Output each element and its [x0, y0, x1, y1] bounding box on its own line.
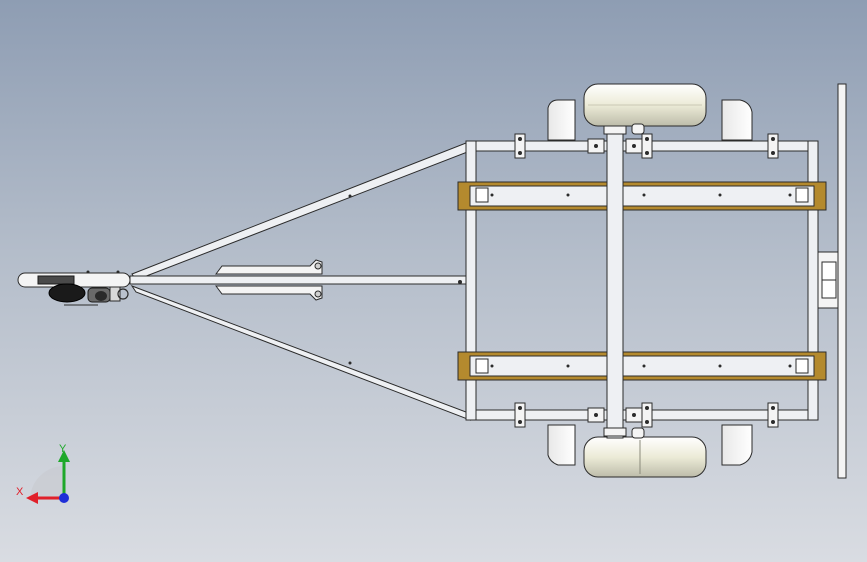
clamp-top-3 [625, 138, 643, 154]
rear-roller[interactable] [817, 251, 839, 309]
clamp-top-1 [514, 133, 526, 159]
bunk-top[interactable] [457, 181, 827, 211]
bolt-detail [116, 270, 120, 274]
y-axis-arrowhead [58, 450, 70, 462]
wheel-top[interactable] [583, 83, 707, 127]
fender-bottom-right [721, 424, 753, 466]
clamp-bottom-5 [767, 402, 779, 428]
a-frame-upper-arm [131, 142, 471, 281]
frame-crossmember-front [465, 140, 477, 421]
clamp-top-5 [767, 133, 779, 159]
a-frame-lower-arm [130, 284, 472, 421]
z-axis-dot [59, 493, 69, 503]
tongue-center-bar [129, 275, 471, 285]
bolt-detail [86, 270, 90, 274]
bolt-detail [348, 194, 352, 198]
fender-top-right [721, 99, 753, 141]
wheel-bottom[interactable] [583, 436, 707, 478]
bolt-detail [458, 280, 462, 284]
view-orientation-triad: X Y [10, 440, 80, 510]
x-axis-arrowhead [26, 492, 38, 504]
bunk-bottom[interactable] [457, 351, 827, 381]
rear-light-bar[interactable] [837, 83, 847, 479]
coupler-assembly[interactable] [17, 272, 131, 306]
clamp-bottom-4 [641, 402, 653, 428]
bolt-detail [348, 361, 352, 365]
fender-bottom-left [547, 424, 576, 466]
y-axis-label: Y [59, 443, 67, 455]
winch-stand[interactable] [215, 259, 323, 301]
clamp-top-2 [587, 138, 605, 154]
fender-top-left [547, 99, 576, 141]
axle[interactable] [603, 123, 645, 439]
clamp-bottom-2 [587, 407, 605, 423]
triad-graphic [26, 450, 70, 504]
x-axis-label: X [16, 486, 24, 498]
clamp-bottom-1 [514, 402, 526, 428]
clamp-top-4 [641, 133, 653, 159]
clamp-bottom-3 [625, 407, 643, 423]
